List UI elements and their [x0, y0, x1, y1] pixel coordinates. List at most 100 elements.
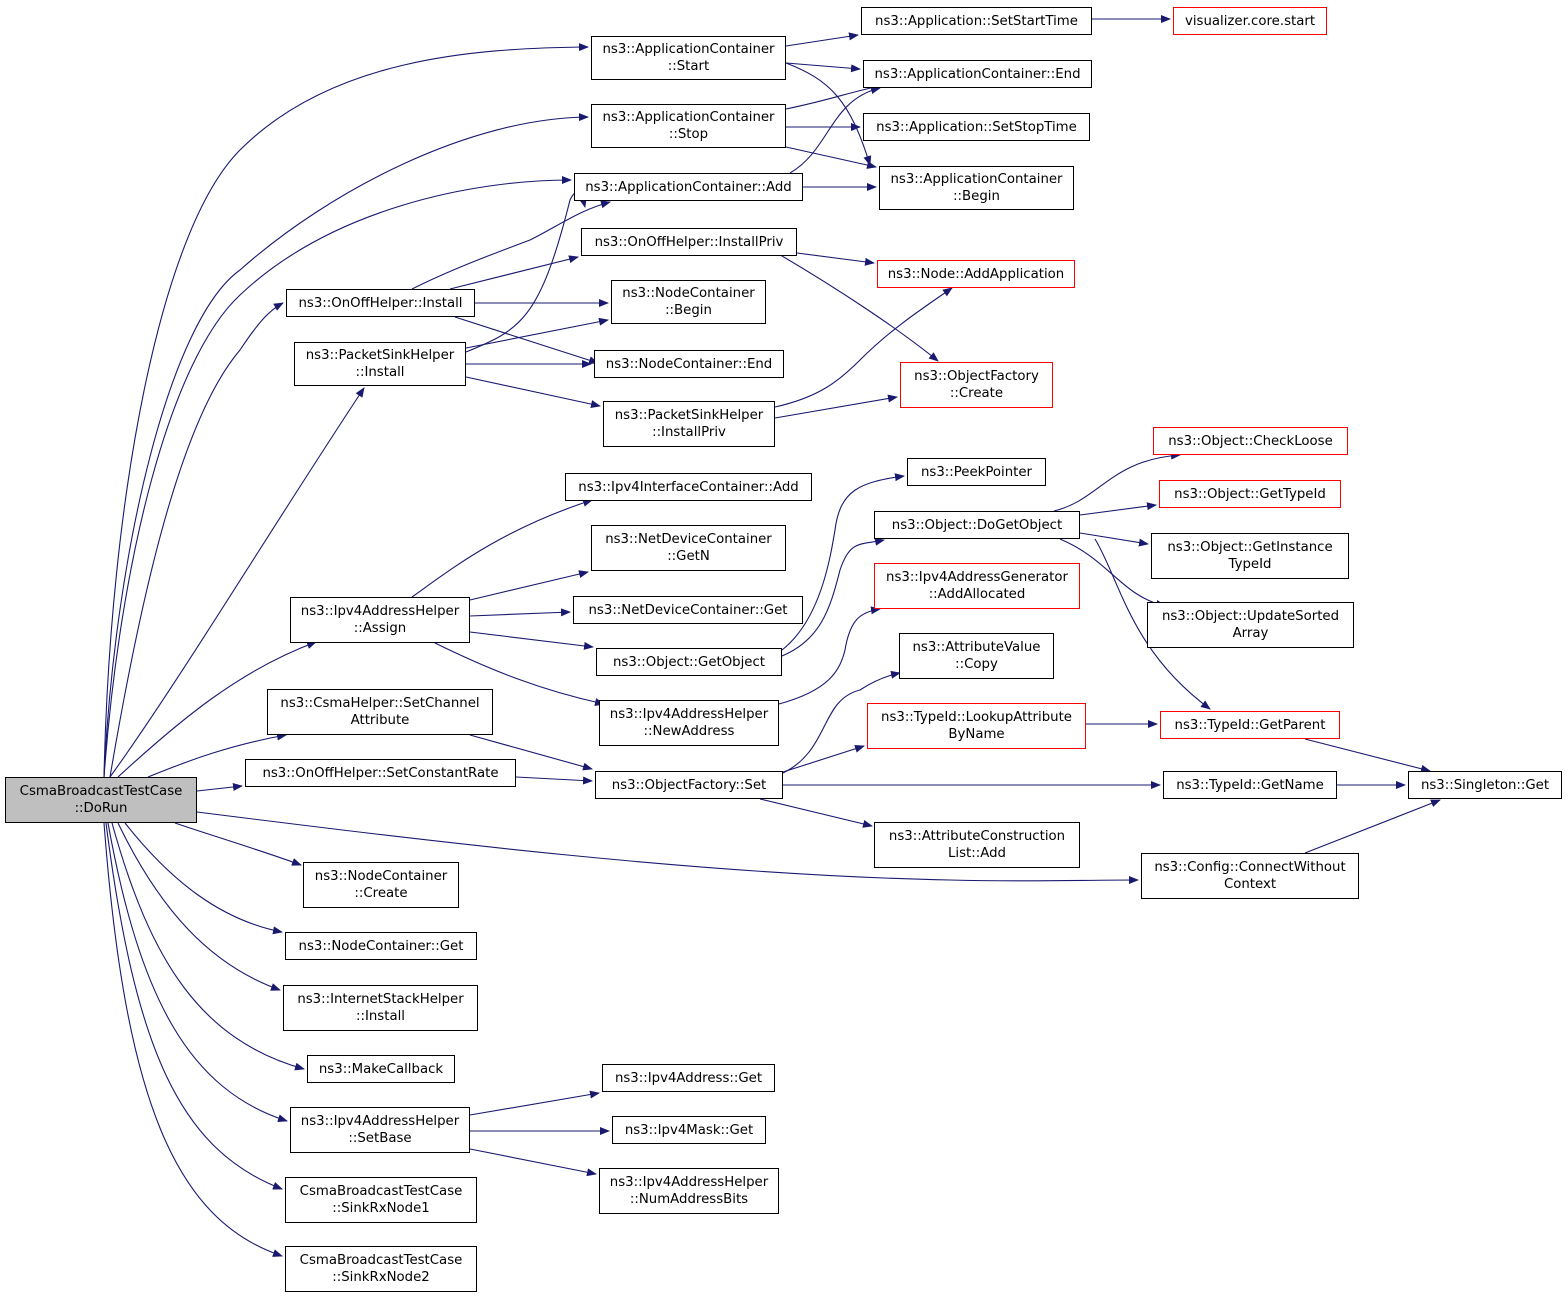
node-ipv4-new-addr[interactable]: ns3::Ipv4AddressHelper::NewAddress	[599, 700, 779, 746]
node-ac-end[interactable]: ns3::ApplicationContainer::End	[863, 60, 1092, 88]
call-edge	[117, 822, 281, 991]
node-label-line: Attribute	[350, 713, 410, 728]
node-attr-val-copy[interactable]: ns3::AttributeValue::Copy	[899, 633, 1054, 679]
node-label-line: ::Assign	[353, 621, 407, 636]
node-ndc-get-n[interactable]: ns3::NetDeviceContainer::GetN	[591, 525, 786, 571]
call-edge	[1094, 538, 1211, 710]
node-label-line: ::Start	[667, 59, 710, 74]
node-app-set-start[interactable]: ns3::Application::SetStartTime	[861, 7, 1092, 35]
node-label-line: ns3::InternetStackHelper	[297, 992, 464, 1007]
node-viz-start[interactable]: visualizer.core.start	[1173, 7, 1327, 35]
node-label-line: ns3::Config::ConnectWithout	[1154, 860, 1346, 875]
call-edge	[796, 252, 875, 266]
node-ipv4-if-add[interactable]: ns3::Ipv4InterfaceContainer::Add	[565, 473, 812, 501]
node-oo-install-priv[interactable]: ns3::OnOffHelper::InstallPriv	[581, 228, 797, 256]
node-ps-install[interactable]: ns3::PacketSinkHelper::Install	[294, 342, 466, 386]
node-oo-install[interactable]: ns3::OnOffHelper::Install	[286, 289, 475, 317]
node-label-line: ::InstallPriv	[652, 425, 726, 440]
node-label-line: ns3::AttributeValue	[912, 640, 1041, 655]
node-ipv4-set-base[interactable]: ns3::Ipv4AddressHelper::SetBase	[290, 1107, 470, 1153]
node-nc-end[interactable]: ns3::NodeContainer::End	[594, 350, 784, 378]
call-edge	[411, 498, 593, 598]
call-edge	[411, 200, 611, 290]
call-edge	[785, 32, 859, 47]
node-sink-rx2[interactable]: CsmaBroadcastTestCase::SinkRxNode2	[285, 1246, 477, 1292]
node-ipv4-mask-get[interactable]: ns3::Ipv4Mask::Get	[612, 1116, 766, 1144]
node-label-line: CsmaBroadcastTestCase	[299, 1253, 463, 1268]
node-root: CsmaBroadcastTestCase::DoRun	[5, 777, 197, 823]
call-edge	[454, 316, 599, 365]
node-label-line: ::NumAddressBits	[629, 1192, 749, 1207]
node-obj-get-type-id[interactable]: ns3::Object::GetTypeId	[1159, 480, 1341, 508]
node-sink-rx1[interactable]: CsmaBroadcastTestCase::SinkRxNode1	[285, 1177, 477, 1223]
node-app-set-stop[interactable]: ns3::Application::SetStopTime	[863, 113, 1090, 141]
node-label-line: ns3::Ipv4Mask::Get	[624, 1122, 754, 1138]
node-ipv4-num-bits[interactable]: ns3::Ipv4AddressHelper::NumAddressBits	[599, 1168, 779, 1214]
node-peek-pointer[interactable]: ns3::PeekPointer	[907, 458, 1046, 486]
node-type-id-get-parent[interactable]: ns3::TypeId::GetParent	[1160, 711, 1340, 739]
call-edge	[109, 387, 365, 778]
call-edge	[774, 287, 953, 408]
node-obj-get-object[interactable]: ns3::Object::GetObject	[596, 648, 782, 676]
node-ndc-get[interactable]: ns3::NetDeviceContainer::Get	[573, 596, 803, 624]
node-label-line: ns3::Object::UpdateSorted	[1161, 609, 1340, 624]
node-label-line: ns3::Ipv4AddressHelper	[609, 1175, 769, 1190]
node-label-line: ns3::ApplicationContainer	[890, 172, 1063, 187]
call-edge	[785, 62, 861, 73]
node-label-line: ns3::Singleton::Get	[1420, 777, 1550, 793]
node-label-line: ns3::ApplicationContainer	[602, 42, 775, 57]
node-label-line: ::Create	[949, 386, 1004, 401]
node-ac-add[interactable]: ns3::ApplicationContainer::Add	[574, 173, 803, 201]
node-label-line: ::DoRun	[74, 801, 128, 816]
node-label-line: ::Create	[354, 886, 408, 901]
node-singleton-get[interactable]: ns3::Singleton::Get	[1408, 771, 1562, 799]
node-of-set[interactable]: ns3::ObjectFactory::Set	[595, 771, 783, 799]
node-ipv4-addr-gen-alloc[interactable]: ns3::Ipv4AddressGenerator::AddAllocated	[874, 563, 1080, 609]
node-oo-set-rate[interactable]: ns3::OnOffHelper::SetConstantRate	[245, 759, 516, 787]
node-ipv4-addr-get[interactable]: ns3::Ipv4Address::Get	[602, 1064, 775, 1092]
call-edge	[1053, 451, 1181, 512]
node-label-line: TypeId	[1228, 557, 1272, 572]
node-ps-install-priv[interactable]: ns3::PacketSinkHelper::InstallPriv	[603, 401, 775, 447]
node-nc-get[interactable]: ns3::NodeContainer::Get	[285, 932, 477, 960]
node-label-line: ::Copy	[955, 657, 998, 672]
call-edge	[515, 776, 593, 785]
node-label-line: visualizer.core.start	[1184, 13, 1316, 29]
node-label-line: ns3::Object::GetTypeId	[1174, 486, 1326, 502]
node-label-line: ns3::NetDeviceContainer::Get	[588, 602, 788, 618]
node-label-line: ::Begin	[665, 303, 712, 318]
node-nc-begin[interactable]: ns3::NodeContainer::Begin	[611, 280, 766, 324]
node-ac-begin[interactable]: ns3::ApplicationContainer::Begin	[879, 166, 1074, 210]
node-ac-start[interactable]: ns3::ApplicationContainer::Start	[591, 36, 786, 80]
node-obj-do-get-object[interactable]: ns3::Object::DoGetObject	[874, 511, 1080, 539]
node-ac-stop[interactable]: ns3::ApplicationContainer::Stop	[591, 104, 786, 148]
call-edge	[103, 822, 283, 1257]
node-make-callback[interactable]: ns3::MakeCallback	[307, 1055, 455, 1083]
call-edge	[789, 86, 881, 174]
node-ipv4-assign[interactable]: ns3::Ipv4AddressHelper::Assign	[290, 597, 470, 643]
node-label-line: ::Stop	[668, 127, 709, 142]
call-edge	[1304, 799, 1441, 854]
call-edge	[774, 394, 898, 419]
node-nc-create[interactable]: ns3::NodeContainer::Create	[303, 862, 459, 908]
node-label-line: ns3::MakeCallback	[318, 1061, 444, 1077]
node-label-line: ns3::Ipv4AddressGenerator	[886, 570, 1068, 585]
node-label-line: ::GetN	[667, 549, 710, 564]
node-label-line: ns3::OnOffHelper::InstallPriv	[594, 234, 784, 250]
node-label-line: ::AddAllocated	[928, 587, 1026, 602]
node-label-line: ns3::TypeId::LookupAttribute	[881, 710, 1072, 725]
node-node-add-app[interactable]: ns3::Node::AddApplication	[877, 260, 1075, 288]
node-of-create[interactable]: ns3::ObjectFactory::Create	[900, 362, 1053, 408]
node-label-line: ::SetBase	[348, 1131, 412, 1146]
node-obj-check-loose[interactable]: ns3::Object::CheckLoose	[1153, 427, 1348, 455]
call-edge	[469, 734, 593, 771]
node-ish-install[interactable]: ns3::InternetStackHelper::Install	[283, 985, 478, 1031]
node-type-id-get-name[interactable]: ns3::TypeId::GetName	[1163, 771, 1337, 799]
node-label-line: ns3::NodeContainer::Get	[298, 938, 464, 954]
